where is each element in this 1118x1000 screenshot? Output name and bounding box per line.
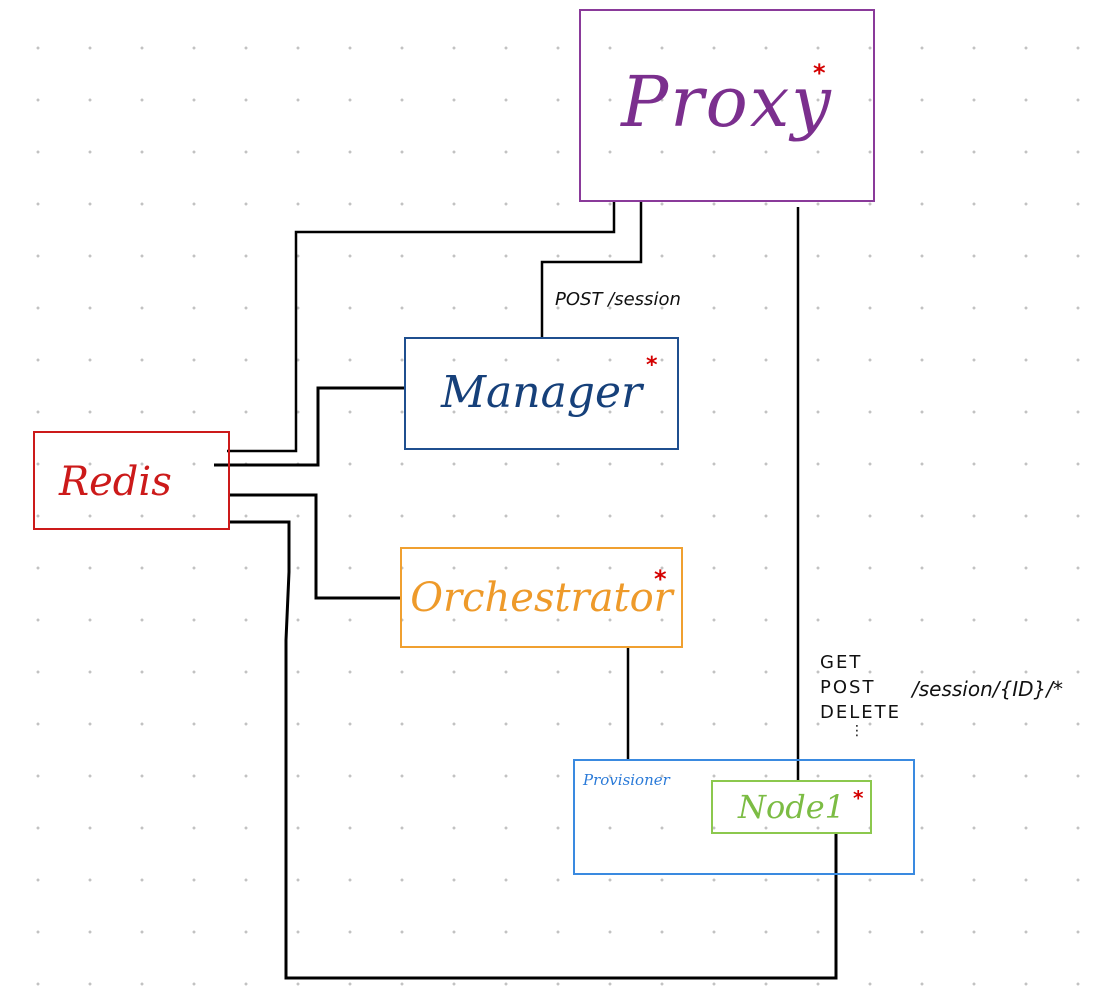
provisioner-label: Provisioner — [583, 771, 670, 789]
methods-more-dots: ⋮ — [850, 723, 864, 739]
post-session-annotation: POST /session — [555, 289, 681, 310]
edge-manager-proxy — [540, 202, 643, 337]
manager-star-marker: * — [646, 353, 658, 378]
node1-label: Node1 — [737, 788, 846, 826]
edge-redis-manager — [214, 386, 404, 467]
proxy-node: Proxy * — [579, 9, 875, 202]
edge-redis-node1 — [230, 520, 838, 980]
method-post: POST — [820, 677, 876, 698]
http-methods-annotation: GET POST DELETE ⋮ — [820, 650, 902, 739]
edge-redis-orchestrator — [230, 493, 400, 600]
edge-redis-proxy — [227, 202, 616, 453]
node1-node: Node1 * — [711, 780, 872, 834]
proxy-star-marker: * — [813, 59, 826, 87]
method-get: GET — [820, 652, 863, 673]
node1-star-marker: * — [853, 786, 864, 810]
method-delete: DELETE — [820, 702, 902, 723]
orchestrator-node: Orchestrator * — [400, 547, 683, 648]
redis-label: Redis — [59, 459, 172, 505]
manager-node: Manager * — [404, 337, 679, 450]
proxy-label: Proxy — [621, 61, 833, 143]
provisioner-node: Provisioner — [573, 759, 915, 875]
orchestrator-star-marker: * — [654, 565, 667, 593]
manager-label: Manager — [440, 367, 643, 418]
redis-node: Redis — [33, 431, 230, 530]
session-route-annotation: /session/{ID}/* — [912, 677, 1063, 701]
orchestrator-label: Orchestrator — [410, 575, 673, 621]
